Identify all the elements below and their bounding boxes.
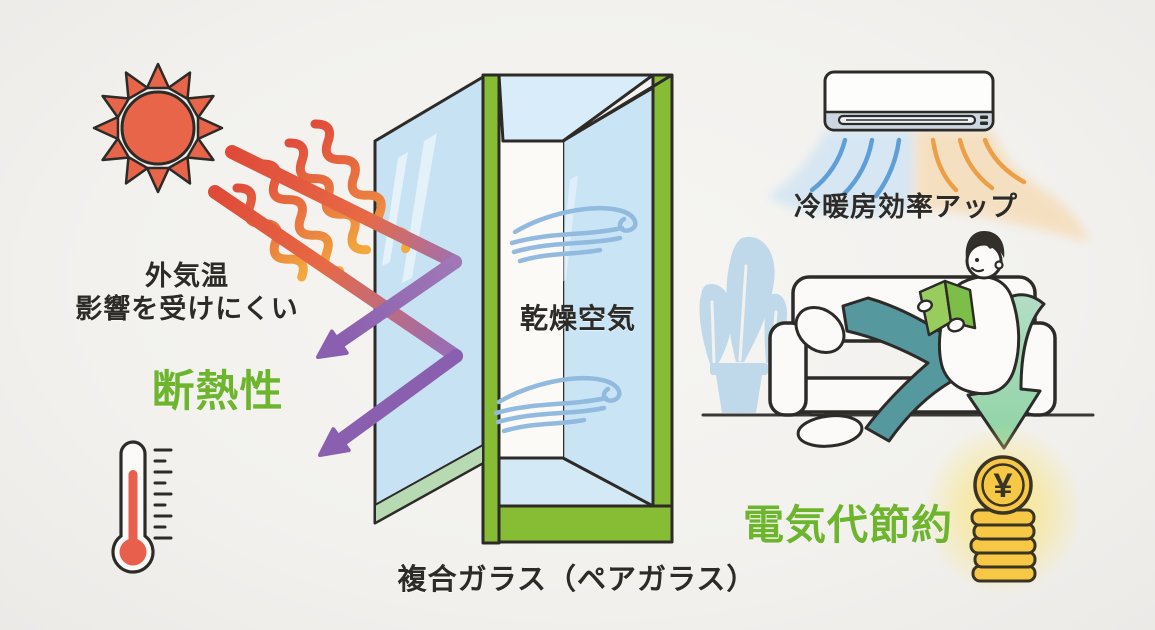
yen-coin-icon: ¥: [973, 455, 1033, 515]
outside-temp-label: 外気温 影響を受けにくい: [75, 261, 299, 324]
dry-air-swirl-icon: [493, 206, 638, 434]
sun-icon: [92, 62, 224, 194]
cool-airflow-icon: [768, 130, 915, 216]
warm-airflow-icon: [915, 130, 1090, 242]
insulation-label: 断熱性: [151, 368, 284, 416]
ac-efficiency-label: 冷暖房効率アップ: [794, 192, 1018, 222]
dry-air-label: 乾燥空気: [519, 303, 636, 334]
savings-label: 電気代節約: [743, 502, 953, 548]
glass-caption-label: 複合ガラス（ペアガラス）: [397, 564, 757, 596]
reflection-arrow-icon: [208, 145, 463, 457]
yen-symbol: ¥: [994, 467, 1013, 505]
thermometer-icon: [111, 440, 173, 574]
person-reading-icon: [794, 231, 1021, 448]
coin-stack-icon: ¥: [969, 455, 1037, 583]
air-conditioner-icon: [823, 70, 995, 132]
